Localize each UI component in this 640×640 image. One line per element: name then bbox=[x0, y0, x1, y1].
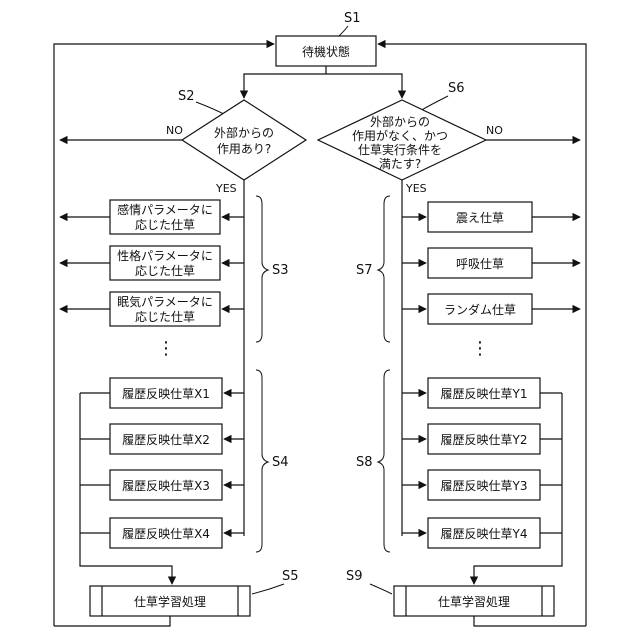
history-x4-label: 履歴反映仕草X4 bbox=[122, 527, 210, 541]
step-label-s5: S5 bbox=[282, 569, 299, 584]
gesture-personality-line-2: 応じた仕草 bbox=[135, 264, 195, 278]
gesture-random-label: ランダム仕草 bbox=[444, 302, 516, 317]
brace-s7 bbox=[378, 196, 390, 342]
gesture-personality-line-1: 性格パラメータに bbox=[117, 248, 213, 263]
decision-right-line-3: 仕草実行条件を bbox=[358, 142, 442, 157]
brace-s8 bbox=[378, 370, 390, 552]
leader-s5 bbox=[252, 584, 284, 594]
history-x1-label: 履歴反映仕草X1 bbox=[122, 387, 210, 401]
step-label-s2: S2 bbox=[178, 89, 195, 104]
learning-process-right: 仕草学習処理 bbox=[394, 586, 554, 616]
leader-s9 bbox=[370, 584, 392, 594]
step-label-s3: S3 bbox=[272, 263, 289, 278]
history-y1: 履歴反映仕草Y1 bbox=[428, 378, 540, 408]
step-label-s1: S1 bbox=[344, 11, 361, 26]
gesture-random: ランダム仕草 bbox=[428, 294, 532, 324]
gesture-shiver: 震え仕草 bbox=[428, 202, 532, 232]
gesture-breathing-label: 呼吸仕草 bbox=[456, 257, 504, 271]
gesture-sleepiness: 眠気パラメータに 応じた仕草 bbox=[110, 292, 220, 326]
s6-yes-label: YES bbox=[405, 182, 427, 195]
gesture-emotion-line-2: 応じた仕草 bbox=[135, 218, 195, 232]
step-label-s6: S6 bbox=[448, 81, 465, 96]
decision-right-line-2: 作用がなく、かつ bbox=[352, 128, 448, 143]
decision-external-action: 外部からの 作用あり? bbox=[182, 100, 306, 180]
brace-s3 bbox=[256, 196, 268, 342]
s2-no-label: NO bbox=[166, 124, 183, 137]
standby-node: 待機状態 bbox=[276, 36, 376, 66]
step-label-s4: S4 bbox=[272, 455, 289, 470]
gesture-sleepiness-line-1: 眠気パラメータに bbox=[117, 294, 213, 309]
history-x2-label: 履歴反映仕草X2 bbox=[122, 433, 210, 447]
s9-return bbox=[474, 616, 586, 626]
history-y2: 履歴反映仕草Y2 bbox=[428, 424, 540, 454]
history-y4: 履歴反映仕草Y4 bbox=[428, 518, 540, 548]
s5-return bbox=[54, 616, 170, 626]
learning-right-label: 仕草学習処理 bbox=[438, 594, 510, 609]
brace-s4 bbox=[256, 370, 268, 552]
learning-process-left: 仕草学習処理 bbox=[90, 586, 250, 616]
gesture-emotion: 感情パラメータに 応じた仕草 bbox=[110, 200, 220, 234]
gesture-emotion-line-1: 感情パラメータに bbox=[117, 202, 213, 217]
history-y1-label: 履歴反映仕草Y1 bbox=[441, 387, 528, 401]
history-x4: 履歴反映仕草X4 bbox=[110, 518, 222, 548]
step-label-s8: S8 bbox=[356, 455, 373, 470]
ellipsis-right: ⋮ bbox=[471, 338, 489, 359]
gesture-personality: 性格パラメータに 応じた仕草 bbox=[110, 246, 220, 280]
gesture-breathing: 呼吸仕草 bbox=[428, 248, 532, 278]
history-x3-label: 履歴反映仕草X3 bbox=[122, 479, 210, 493]
s6-no-label: NO bbox=[486, 124, 503, 137]
history-x2: 履歴反映仕草X2 bbox=[110, 424, 222, 454]
decision-left-line-1: 外部からの bbox=[214, 125, 274, 140]
gesture-shiver-label: 震え仕草 bbox=[456, 211, 504, 225]
standby-label: 待機状態 bbox=[302, 44, 350, 59]
history-y3: 履歴反映仕草Y3 bbox=[428, 470, 540, 500]
step-label-s9: S9 bbox=[346, 569, 363, 584]
history-x3: 履歴反映仕草X3 bbox=[110, 470, 222, 500]
ellipsis-left: ⋮ bbox=[157, 338, 175, 359]
history-y3-label: 履歴反映仕草Y3 bbox=[441, 479, 528, 493]
decision-right-line-1: 外部からの bbox=[370, 114, 430, 129]
gesture-sleepiness-line-2: 応じた仕草 bbox=[135, 310, 195, 324]
history-y4-label: 履歴反映仕草Y4 bbox=[441, 527, 528, 541]
split-to-s2 bbox=[244, 74, 326, 98]
step-label-s7: S7 bbox=[356, 263, 373, 278]
history-y2-label: 履歴反映仕草Y2 bbox=[441, 433, 528, 447]
split-to-s6 bbox=[326, 74, 402, 98]
s2-yes-label: YES bbox=[215, 182, 237, 195]
decision-left-line-2: 作用あり? bbox=[217, 142, 271, 156]
decision-right-line-4: 満たす? bbox=[379, 157, 421, 171]
learning-left-label: 仕草学習処理 bbox=[134, 594, 206, 609]
history-x1: 履歴反映仕草X1 bbox=[110, 378, 222, 408]
decision-gesture-condition: 外部からの 作用がなく、かつ 仕草実行条件を 満たす? bbox=[318, 100, 486, 180]
